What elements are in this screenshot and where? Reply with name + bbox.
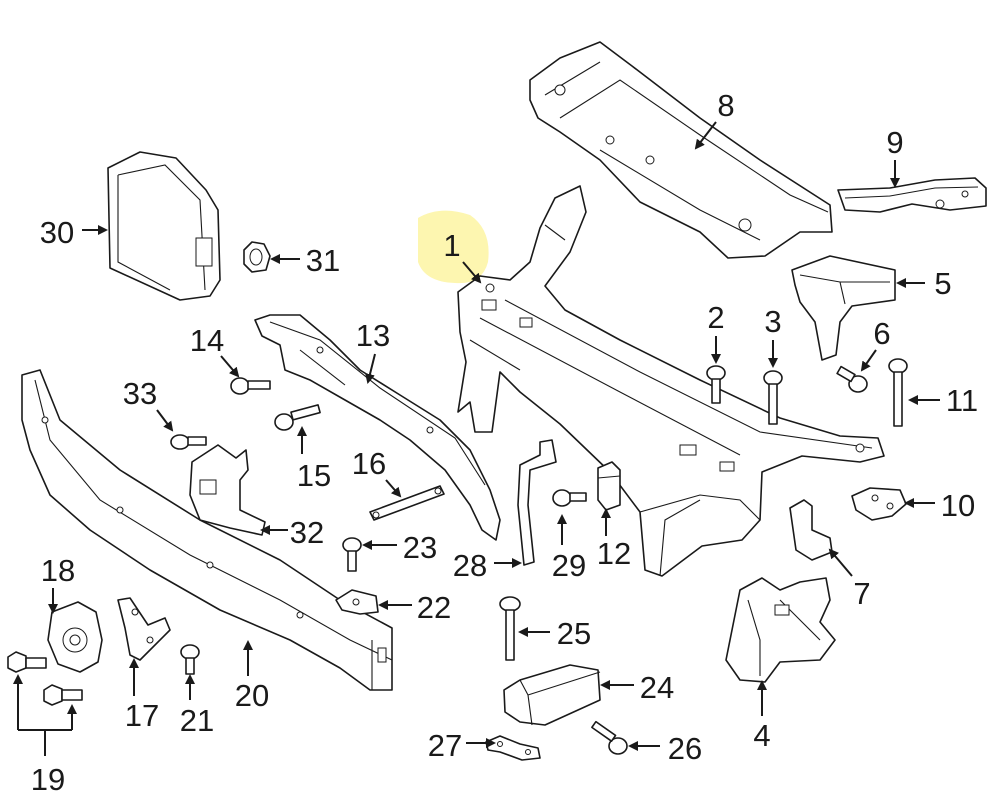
leader-7 bbox=[828, 548, 853, 577]
part-4-shape bbox=[725, 577, 836, 683]
callout-27: 27 bbox=[428, 728, 462, 763]
callout-19: 19 bbox=[31, 762, 65, 797]
callout-21: 21 bbox=[180, 703, 214, 738]
part-7-shape bbox=[789, 499, 833, 561]
callout-12: 12 bbox=[597, 536, 631, 571]
part-9-shape bbox=[837, 177, 987, 213]
part-31-shape bbox=[243, 241, 271, 273]
callout-29: 29 bbox=[552, 548, 586, 583]
part-17-shape bbox=[117, 597, 171, 661]
part-3-shape bbox=[763, 370, 783, 425]
callout-6: 6 bbox=[873, 316, 890, 351]
part-26-shape bbox=[591, 720, 628, 755]
leader-lines bbox=[13, 121, 940, 756]
part-28-shape bbox=[517, 439, 557, 566]
part-32-shape bbox=[189, 444, 266, 536]
part-22-shape bbox=[335, 589, 379, 615]
part-8-shape bbox=[529, 41, 833, 259]
callout-24: 24 bbox=[640, 670, 674, 705]
part-14-shape bbox=[230, 377, 271, 395]
part-20-shape bbox=[21, 369, 393, 691]
callout-22: 22 bbox=[417, 590, 451, 625]
part-23-shape bbox=[342, 537, 362, 572]
callout-32: 32 bbox=[290, 515, 324, 550]
part-5-shape bbox=[791, 255, 896, 361]
part-2-shape bbox=[706, 365, 726, 404]
callout-3: 3 bbox=[764, 304, 781, 339]
leader-1 bbox=[462, 261, 482, 284]
leader-19 bbox=[18, 729, 72, 756]
callout-10: 10 bbox=[941, 488, 975, 523]
part-13-shape bbox=[254, 314, 501, 541]
part-12-shape bbox=[597, 461, 621, 511]
part-24-shape bbox=[503, 664, 601, 726]
callout-5: 5 bbox=[934, 266, 951, 301]
part-18-shape bbox=[47, 601, 103, 673]
callout-9: 9 bbox=[886, 125, 903, 160]
part-10-shape bbox=[851, 487, 907, 521]
part-6-shape bbox=[836, 365, 868, 393]
part-16-shape bbox=[369, 485, 445, 521]
callout-28: 28 bbox=[453, 548, 487, 583]
leader-6 bbox=[860, 349, 877, 372]
part-21-shape bbox=[180, 644, 200, 675]
callout-labels: 1 2 3 4 5 6 7 8 9 10 11 12 13 14 15 16 1… bbox=[31, 88, 978, 797]
callout-13: 13 bbox=[356, 318, 390, 353]
part-19-shape bbox=[7, 651, 83, 706]
leader-14 bbox=[220, 355, 240, 378]
callout-4: 4 bbox=[753, 718, 770, 753]
callout-16: 16 bbox=[352, 446, 386, 481]
callout-2: 2 bbox=[707, 300, 724, 335]
callout-30: 30 bbox=[40, 215, 74, 250]
callout-25: 25 bbox=[557, 616, 591, 651]
part-29-shape bbox=[552, 489, 587, 507]
callout-18: 18 bbox=[41, 553, 75, 588]
leader-33 bbox=[156, 409, 174, 432]
callout-11: 11 bbox=[946, 383, 978, 418]
callout-26: 26 bbox=[668, 731, 702, 766]
part-11-shape bbox=[888, 358, 908, 427]
callout-8: 8 bbox=[717, 88, 734, 123]
callout-23: 23 bbox=[403, 530, 437, 565]
callout-14: 14 bbox=[190, 323, 224, 358]
part-15-shape bbox=[274, 404, 321, 431]
leader-13 bbox=[365, 353, 376, 384]
callout-17: 17 bbox=[125, 698, 159, 733]
part-1-shape bbox=[457, 185, 885, 577]
part-33-shape bbox=[170, 434, 207, 450]
callout-7: 7 bbox=[853, 576, 870, 611]
callout-20: 20 bbox=[235, 678, 269, 713]
part-27-shape bbox=[485, 735, 541, 761]
callout-1-highlight bbox=[418, 210, 489, 284]
leader-8 bbox=[694, 121, 717, 150]
leader-16 bbox=[385, 479, 402, 498]
part-30-shape bbox=[107, 151, 221, 301]
callout-31: 31 bbox=[306, 243, 340, 278]
callout-33: 33 bbox=[123, 376, 157, 411]
callout-1: 1 bbox=[443, 228, 460, 263]
part-25-shape bbox=[499, 596, 521, 661]
callout-15: 15 bbox=[297, 458, 331, 493]
